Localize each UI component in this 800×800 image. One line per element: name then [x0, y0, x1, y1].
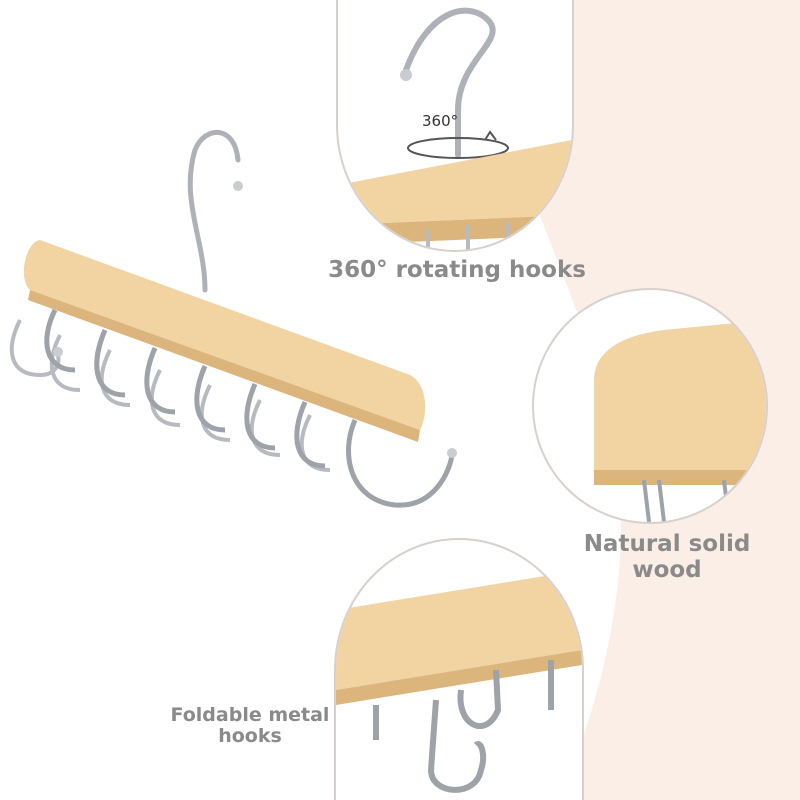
rotating-hook-detail-circle: 360° [338, 0, 572, 250]
natural-wood-caption: Natural solid wood [582, 531, 752, 584]
wood-end-illustration [594, 320, 766, 522]
solid-wood-detail-circle [534, 290, 766, 522]
foldable-hooks-caption-line2: hooks [218, 725, 282, 748]
tie-hanger-product-image [9, 130, 457, 508]
rotating-hook-illustration [338, 7, 572, 250]
foldable-hooks-illustration [336, 570, 582, 793]
natural-wood-caption-line1: Natural solid [583, 531, 751, 557]
foldable-hooks-caption: Foldable metal hooks [160, 704, 340, 748]
rotating-hooks-caption: 360° rotating hooks [328, 257, 586, 283]
natural-wood-caption-line2: wood [632, 556, 702, 583]
foldable-hooks-detail-circle [336, 540, 582, 800]
foldable-hooks-caption-line1: Foldable metal [170, 704, 330, 726]
rotation-degree-label: 360° [422, 112, 459, 130]
